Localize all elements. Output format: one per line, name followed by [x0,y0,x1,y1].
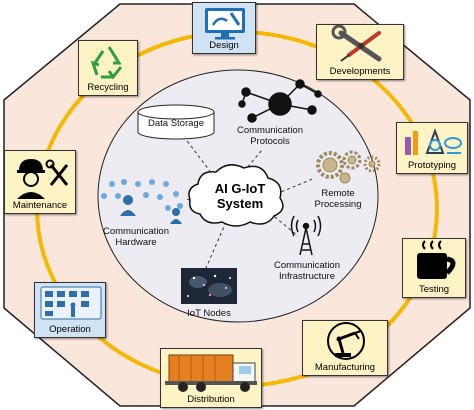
connector-iot-nodes [205,221,227,269]
iot-nodes-label: IoT Nodes [187,308,231,319]
communication-protocols-label: Communication Protocols [230,125,310,147]
remote-processing-line2: Processing [314,199,362,210]
distribution-label: Distribution [187,394,235,405]
network-protocol-icon [238,79,322,123]
manufacturing-card: Manufacturing [302,320,388,376]
communication-infrastructure-label: Communication Infrastructure [262,260,352,282]
communication-infrastructure-line2: Infrastructure [279,271,335,282]
developments-label: Developments [329,66,391,77]
data-storage-icon [137,104,215,140]
robot-arm-icon [327,322,365,360]
center-title: AI G-IoT System [200,181,280,211]
communication-hardware-line1: Communication [103,226,169,237]
tower-icon [290,215,322,256]
monitor-design-icon [205,8,245,40]
garbage-truck-icon [165,354,257,392]
wrench-screwdriver-icon [331,25,382,62]
connector-infrastructure [269,212,299,237]
communication-hardware-line2: Hardware [115,237,157,248]
prototype-tools-icon [405,128,462,155]
gears-icon [316,150,381,184]
prototyping-label: Prototyping [407,160,457,171]
recycle-icon [90,46,123,80]
communication-protocols-line1: Communication [237,125,303,136]
connector-hardware [184,198,209,204]
prototyping-card: Prototyping [396,122,468,174]
connector-remote [275,177,316,195]
data-storage-label: Data Storage [148,118,204,129]
recycling-card: Recycling [78,40,138,96]
communication-infrastructure-line1: Communication [274,260,340,271]
remote-processing-label: Remote Processing [306,188,370,210]
iot-map-image [181,268,237,304]
remote-processing-line1: Remote [321,188,355,199]
cloud-shape [188,164,284,227]
maintenance-card: Maintenance [4,150,76,214]
smart-panel-icon [40,286,102,320]
communication-hardware-label: Communication Hardware [96,226,176,248]
operation-label: Operation [49,324,91,335]
developments-card: Developments [316,24,404,80]
design-card: Design [192,2,256,54]
coffee-cup-icon [417,240,456,279]
center-title-line2: System [216,196,264,211]
design-label: Design [209,40,239,51]
recycling-label: Recycling [87,82,129,93]
connectors [184,137,316,269]
center-title-line1: AI G-IoT [214,181,266,196]
operation-card: Operation [34,282,106,338]
people-hardware-icon [101,179,183,224]
testing-card: Testing [402,238,466,298]
distribution-card: Distribution [160,348,262,408]
maintenance-label: Maintenance [12,200,68,211]
manufacturing-label: Manufacturing [314,362,376,373]
communication-protocols-line2: Protocols [250,136,290,147]
worker-tools-icon [17,159,69,199]
testing-label: Testing [418,284,450,295]
